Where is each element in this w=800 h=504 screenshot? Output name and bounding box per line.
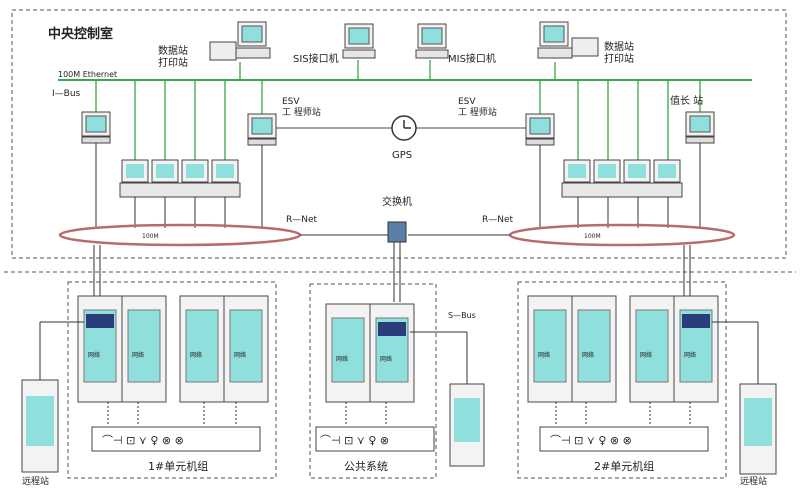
cabinet-label: 网络 xyxy=(684,351,696,359)
cabinet-label: 网络 xyxy=(190,351,202,359)
control-room-title: 中央控制室 xyxy=(48,26,113,42)
unit2-frame xyxy=(517,281,727,479)
io-rail-unit2: ⌒⊣ ⊡ ⋎ ♀ ⊗ ⊗ xyxy=(539,426,709,452)
control-panel xyxy=(682,314,710,328)
gps-clock: GPS xyxy=(276,115,526,161)
control-room-frame xyxy=(11,9,787,259)
rnet-right-label: R—Net xyxy=(482,215,514,225)
cabinet-label: 网络 xyxy=(88,351,100,359)
field-links xyxy=(93,242,691,302)
ring-right-text: 100M xyxy=(584,233,601,240)
rnet-ring-right xyxy=(508,223,736,247)
remote-station-left: 远程站 xyxy=(21,321,84,487)
ring-left-text: 100M xyxy=(142,233,159,240)
common-frame xyxy=(309,283,437,479)
cabinet-door xyxy=(185,309,219,383)
cabinet-door xyxy=(229,309,263,383)
cabinet-door xyxy=(331,317,365,383)
cabinets: 网络网络网络网络网络网络网络网络网络网络 xyxy=(77,295,719,403)
network-switch xyxy=(387,221,407,243)
cabinet-label: 网络 xyxy=(582,351,594,359)
sis-interface-station: SIS接口机 xyxy=(293,23,376,65)
ibus-label: I—Bus xyxy=(52,89,81,99)
cabinet-label: 网络 xyxy=(380,355,392,363)
control-panel xyxy=(86,314,114,328)
shift-label: 值长 站 xyxy=(670,94,703,107)
cabinet-label: 网络 xyxy=(640,351,652,359)
shift-supervisor-station: 值长 站 xyxy=(670,94,715,144)
io-rail-common: ⌒⊣ ⊡ ⋎ ♀ ⊗ xyxy=(315,426,435,452)
svg-text:⌒⊣ ⊡ ⋎ ♀ ⊗ ⊗: ⌒⊣ ⊡ ⋎ ♀ ⊗ ⊗ xyxy=(102,434,184,447)
svg-text:⌒⊣ ⊡ ⋎ ♀ ⊗ ⊗: ⌒⊣ ⊡ ⋎ ♀ ⊗ ⊗ xyxy=(550,434,632,447)
svg-text:⌒⊣ ⊡ ⋎ ♀ ⊗: ⌒⊣ ⊡ ⋎ ♀ ⊗ xyxy=(320,434,389,447)
mis-interface-station: MIS接口机 xyxy=(415,23,496,65)
sbus-label: S—Bus xyxy=(448,311,476,320)
remote-station-right: 远程站 xyxy=(712,321,777,487)
unit1-frame xyxy=(67,281,277,479)
switch-label: 交换机 xyxy=(382,195,412,208)
data-printer-station-left: 数据站打印站 xyxy=(158,21,271,69)
rnet-left-label: R—Net xyxy=(286,215,318,225)
remote-station-middle xyxy=(410,331,485,467)
common-label: 公共系统 xyxy=(344,460,388,473)
operator-cluster-right xyxy=(561,159,683,198)
data-printer-right-label: 数据站打印站 xyxy=(604,40,634,65)
operator-station-left xyxy=(81,111,111,144)
ethernet-label: 100M Ethernet xyxy=(58,70,117,79)
unit1-label: 1#单元机组 xyxy=(148,459,208,473)
bus-drops xyxy=(95,60,701,160)
cabinet-door xyxy=(635,309,669,383)
sis-label: SIS接口机 xyxy=(293,52,339,65)
cabinet-label: 网络 xyxy=(336,355,348,363)
ring-links xyxy=(95,143,701,228)
cabinet-label: 网络 xyxy=(132,351,144,359)
remote-left-label: 远程站 xyxy=(22,475,49,487)
control-panel xyxy=(378,322,406,336)
data-printer-station-right: 数据站打印站 xyxy=(537,21,634,65)
data-printer-left-label: 数据站打印站 xyxy=(158,44,188,69)
cabinet-label: 网络 xyxy=(234,351,246,359)
rnet-ring-left xyxy=(58,223,302,247)
remote-right-label: 远程站 xyxy=(740,475,767,487)
mis-label: MIS接口机 xyxy=(448,52,496,65)
cabinet-door xyxy=(533,309,567,383)
io-rail-unit1: ⌒⊣ ⊡ ⋎ ♀ ⊗ ⊗ xyxy=(91,426,261,452)
cabinet-label: 网络 xyxy=(538,351,550,359)
operator-cluster-left xyxy=(119,159,241,198)
cabinet-door xyxy=(577,309,611,383)
unit2-label: 2#单元机组 xyxy=(594,459,654,473)
cabinet-door xyxy=(127,309,161,383)
gps-label: GPS xyxy=(392,150,412,161)
io-arrows xyxy=(107,402,691,426)
